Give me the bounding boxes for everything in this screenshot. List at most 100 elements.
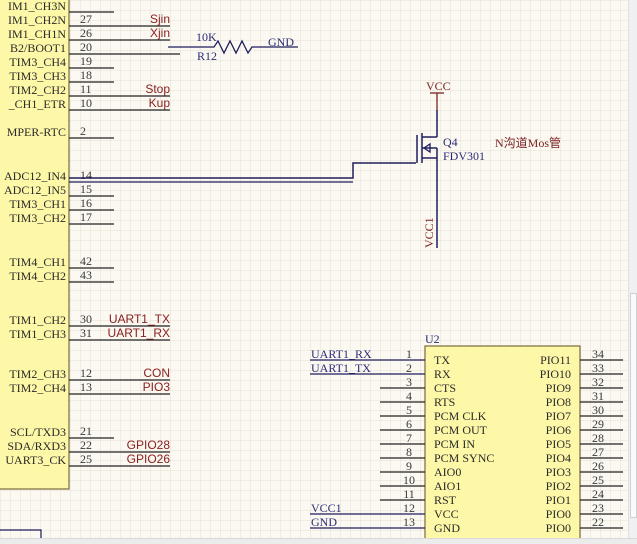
mosfet-part: FDV301: [443, 149, 485, 163]
mcu-net-label[interactable]: Sjin: [150, 12, 170, 26]
mcu-net-label[interactable]: UART1_TX: [109, 312, 170, 326]
u2-net-label[interactable]: UART1_TX: [311, 361, 371, 375]
u2-designator: U2: [425, 332, 440, 346]
mcu-component-body[interactable]: [0, 0, 70, 490]
mcu-net-label[interactable]: Stop: [145, 82, 170, 96]
u2-component-body[interactable]: [424, 345, 581, 538]
u2-pin-name: RST: [434, 493, 457, 507]
u2-pin-number: 12: [403, 501, 415, 515]
u2-pin-name: AIO0: [434, 465, 461, 479]
resistor-r12[interactable]: 10K R12 GND: [168, 30, 298, 63]
mcu-net-label[interactable]: PIO3: [143, 380, 171, 394]
u2-pin-number: 11: [403, 487, 415, 501]
mcu-net-label[interactable]: Kup: [149, 96, 171, 110]
scrollbar-thumb[interactable]: [630, 293, 637, 518]
u2-pin-number: 5: [406, 403, 412, 417]
u2-net-label[interactable]: GND: [311, 515, 337, 529]
u2-pin-number: 22: [592, 515, 604, 529]
mcu-pin-name: SDA/RXD3: [7, 439, 66, 453]
u2-pin-name: PCM SYNC: [434, 451, 494, 465]
mcu-pin[interactable]: IM1_CH3N: [8, 0, 114, 13]
u2-pin-name: AIO1: [434, 479, 461, 493]
u2-pin-number: 33: [592, 361, 604, 375]
mcu-pin-number: 12: [80, 366, 92, 380]
mcu-pin-name: IM1_CH2N: [8, 13, 66, 27]
mcu-net-label[interactable]: CON: [143, 366, 170, 380]
gate-wire[interactable]: [69, 162, 416, 179]
mcu-pin-number: 30: [80, 312, 92, 326]
mcu-net-label[interactable]: Xjin: [150, 26, 170, 40]
vertical-scrollbar[interactable]: [628, 0, 637, 538]
mcu-pin-number: 15: [80, 182, 92, 196]
u2-pin-name: RX: [434, 367, 451, 381]
u2-left-pin[interactable]: 11 RST: [380, 487, 457, 507]
u2-pin-number: 30: [592, 403, 604, 417]
mcu-net-label[interactable]: GPIO28: [127, 438, 171, 452]
horizontal-scrollbar[interactable]: [0, 538, 637, 544]
u2-pin-number: 26: [592, 459, 604, 473]
u2-pin-number: 28: [592, 431, 604, 445]
mosfet-q4[interactable]: VCC Q4 FDV301 VCC1 N沟道Mos管: [416, 79, 561, 248]
u2-net-label[interactable]: VCC1: [311, 501, 342, 515]
mcu-pin-name: TIM1_CH3: [9, 327, 66, 341]
partial-component-outline: [0, 529, 42, 538]
u2-pin-name: PIO9: [546, 381, 571, 395]
u2-right-pin[interactable]: 32 PIO9: [546, 375, 623, 395]
u2-net-label[interactable]: UART1_RX: [311, 347, 372, 361]
u2-pin-number: 32: [592, 375, 604, 389]
mcu-net-label[interactable]: UART1_RX: [108, 326, 170, 340]
u2-pin-name: PIO0: [546, 507, 571, 521]
mcu-pin-number: 13: [80, 380, 92, 394]
u2-pin-number: 31: [592, 389, 604, 403]
mcu-net-label[interactable]: GPIO26: [127, 452, 171, 466]
u2-pin-name: PIO11: [540, 353, 571, 367]
